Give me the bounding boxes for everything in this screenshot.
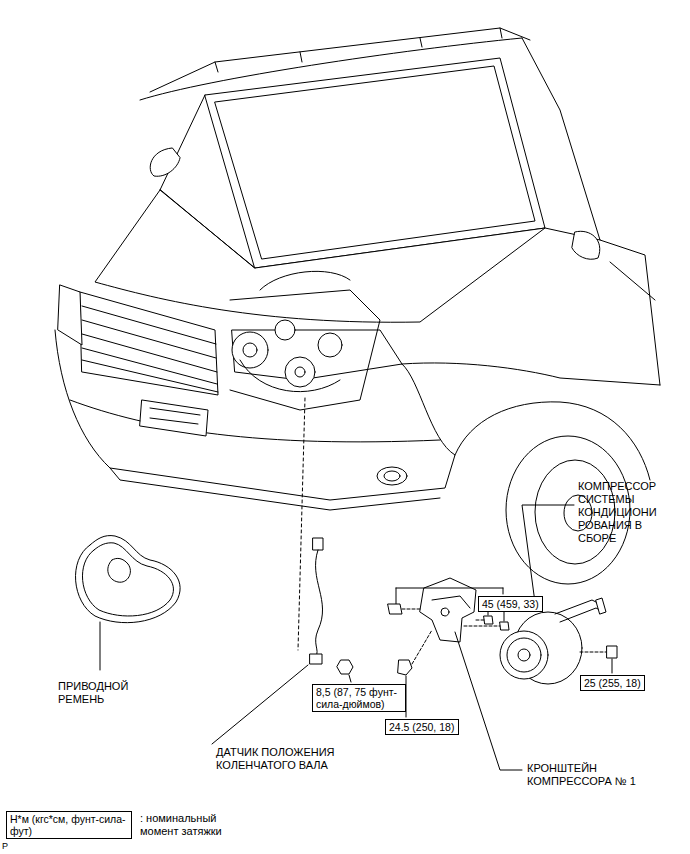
compressor-bracket (432, 596, 470, 608)
compressor-bracket (488, 611, 504, 621)
torque-value: Н*м (кгс*см, фунт-сила-фут) (7, 812, 131, 838)
part-label: КОМПРЕССОР СИСТЕМЫ КОНДИЦИОНИ РОВАНИЯ В … (578, 480, 674, 545)
part-label: P (2, 840, 14, 853)
vehicle-body (150, 408, 200, 424)
torque-value: 24.5 (250, 18) (386, 720, 457, 734)
engine-parts (243, 343, 257, 357)
crank-sensor (313, 538, 323, 550)
vehicle-body (160, 95, 205, 190)
crank-sensor (349, 675, 351, 682)
compressor-bracket (412, 630, 432, 664)
crank-sensor (212, 538, 353, 744)
crank-sensor (310, 654, 322, 664)
ac-compressor (518, 649, 530, 661)
part-label: КРОНШТЕЙН КОМПРЕССОРА № 1 (527, 762, 667, 788)
vehicle-body (402, 363, 660, 385)
drive-belt (100, 622, 101, 670)
torque-box: 24.5 (250, 18) (385, 719, 459, 735)
ac-compressor (607, 646, 617, 658)
engine-parts (318, 333, 342, 357)
drive-belt (82, 543, 173, 616)
part-label: ПРИВОДНОЙ РЕМЕНЬ (58, 680, 140, 706)
engine-parts (240, 360, 340, 392)
dashed-locator (298, 398, 305, 650)
compressor-bracket (402, 609, 420, 610)
vehicle-body (572, 231, 600, 259)
compressor-bracket (441, 608, 449, 616)
torque-value: 8,5 (87, 75 фунт-сила-дюймов) (313, 685, 405, 711)
crank-sensor (337, 660, 353, 674)
ac-compressor (522, 505, 574, 610)
ac-compressor (500, 505, 617, 684)
ac-compressor (612, 659, 613, 673)
part-label: : номинальный момент затяжки (140, 812, 238, 838)
vehicle-body (140, 400, 208, 436)
ac-compressor (507, 638, 541, 672)
vehicle-body (150, 148, 180, 176)
engine-parts (232, 332, 268, 368)
vehicle-body (232, 330, 402, 380)
dashed-locator (298, 398, 305, 650)
crank-sensor (315, 550, 322, 656)
vehicle-body (58, 285, 82, 345)
torque-box: 45 (459, 33) (478, 596, 543, 612)
vehicle-body (522, 38, 660, 385)
torque-value: 25 (255, 18) (581, 676, 644, 690)
vehicle-body (95, 190, 545, 322)
vehicle-body (377, 467, 407, 485)
torque-box: 8,5 (87, 75 фунт-сила-дюймов) (312, 684, 406, 712)
vehicle-body (82, 306, 218, 392)
vehicle-body (610, 262, 655, 300)
compressor-bracket (388, 604, 402, 614)
engine-parts (260, 271, 350, 290)
vehicle-body (55, 28, 660, 584)
vehicle-body (80, 292, 218, 395)
compressor-bracket (398, 660, 412, 675)
ac-compressor (596, 598, 606, 614)
engine-parts (285, 357, 315, 387)
ac-compressor (500, 631, 548, 679)
crank-sensor (212, 665, 308, 744)
vehicle-body (215, 66, 535, 259)
engine-parts (230, 271, 380, 410)
drive-belt (108, 558, 131, 582)
torque-value: 45 (459, 33) (479, 597, 542, 611)
compressor-bracket (484, 616, 493, 624)
part-label: ДАТЧИК ПОЛОЖЕНИЯ КОЛЕНЧАТОГО ВАЛА (216, 746, 376, 772)
vehicle-body (384, 471, 400, 481)
engine-parts (275, 320, 295, 340)
ac-compressor (580, 652, 606, 653)
engine-parts (295, 367, 305, 377)
torque-box: 25 (255, 18) (580, 675, 645, 691)
compressor-bracket (464, 620, 500, 626)
torque-box: Н*м (кгс*см, фунт-сила-фут) (6, 811, 132, 839)
vehicle-body (160, 190, 255, 268)
compressor-bracket (500, 622, 509, 630)
engine-parts (230, 290, 380, 410)
drive-belt (75, 536, 180, 670)
vehicle-body (110, 468, 440, 510)
vehicle-body (70, 400, 440, 442)
drive-belt (75, 536, 180, 623)
